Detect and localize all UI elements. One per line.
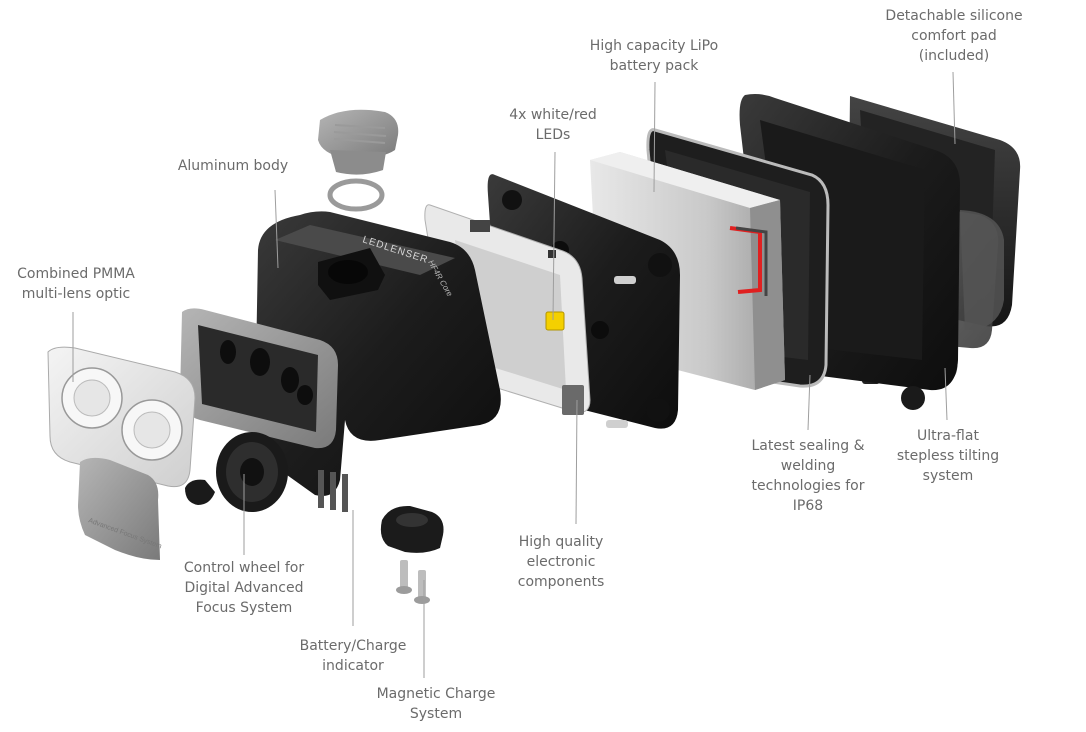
label-control-wheel: Control wheel for Digital Advanced Focus… [183, 560, 305, 616]
pmma-lens-part [47, 346, 196, 488]
label-tilting: Ultra-flat stepless tilting system [896, 428, 1000, 484]
leader-battery-pack [653, 81, 656, 193]
label-battery-pack: High capacity LiPo battery pack [589, 38, 719, 74]
bezel-part [180, 308, 338, 449]
label-charge-indicator: Battery/Charge indicator [299, 638, 407, 674]
label-comfort-pad: Detachable silicone comfort pad (include… [885, 8, 1023, 64]
magnetic-pins-part [396, 560, 430, 604]
label-leds: 4x white/red LEDs [509, 107, 597, 143]
seal-ring-part [327, 178, 385, 212]
leader-leds [552, 151, 556, 321]
leader-aluminum-body [274, 189, 279, 269]
leader-tilting [944, 367, 948, 421]
label-aluminum-body: Aluminum body [177, 158, 289, 174]
control-wheel-part [185, 432, 288, 512]
button-cap-part [318, 109, 399, 175]
label-electronics: High quality electronic components [517, 534, 605, 590]
charge-indicator-part [380, 505, 444, 553]
leader-electronics [575, 399, 578, 525]
tilt-plug-part [901, 386, 925, 410]
leader-sealing [807, 374, 811, 431]
label-sealing: Latest sealing & welding technologies fo… [751, 438, 865, 514]
leader-comfort-pad [952, 71, 956, 145]
leader-lines [72, 71, 956, 678]
label-pmma-optic: Combined PMMA multi-lens optic [17, 266, 135, 302]
label-magnetic-charge: Magnetic Charge System [376, 686, 496, 722]
